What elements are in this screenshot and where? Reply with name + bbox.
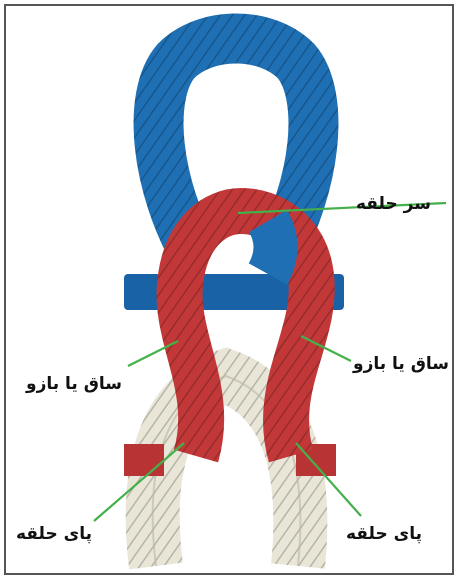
blue-rope-crossing xyxy=(268,221,276,274)
label-foot-left: پای حلقه xyxy=(16,526,92,543)
label-shank-left: ساق یا بازو xyxy=(26,376,122,393)
rope-illustration xyxy=(6,6,452,573)
label-foot-right: پای حلقه xyxy=(346,526,422,543)
rope-loop-diagram: سر حلقه ساق یا بازو ساق یا بازو پای حلقه… xyxy=(4,4,454,575)
red-rope-stub-left xyxy=(124,444,164,476)
label-shank-right: ساق یا بازو xyxy=(353,356,449,373)
label-head: سر حلقه xyxy=(356,196,431,213)
